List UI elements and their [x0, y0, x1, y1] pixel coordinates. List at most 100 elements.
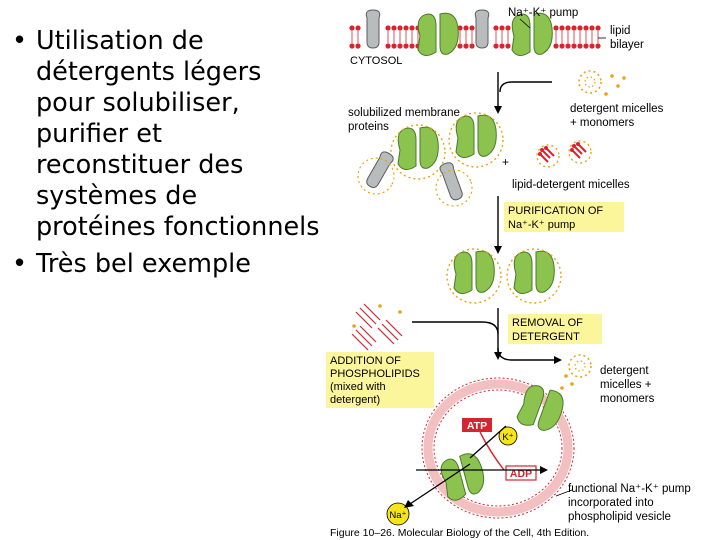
purified-pump: [506, 248, 562, 304]
lipid-detergent-micelle: [568, 140, 592, 164]
cytosol-label: CYTOSOL: [350, 55, 402, 67]
lipid-head: [403, 43, 409, 49]
lipid-head: [469, 25, 475, 31]
lipid-head: [493, 43, 499, 49]
detergent-label: detergent: [600, 365, 649, 377]
removal-label: REMOVAL OF: [512, 317, 583, 329]
grey-membrane-protein: [474, 9, 490, 49]
input-arrow: [412, 321, 499, 335]
lipid-head: [457, 25, 463, 31]
detergent-monomers: [560, 374, 574, 390]
lipid-head: [577, 25, 583, 31]
addition-label: detergent): [330, 394, 380, 406]
lipid-head: [463, 43, 469, 49]
detergent-micelles-label: + monomers: [570, 117, 634, 129]
addition-box: [326, 352, 434, 408]
lipid-head: [559, 43, 565, 49]
lipid-head: [409, 43, 415, 49]
flow-arrowhead: [494, 246, 502, 254]
bullet-text: Très bel exemple: [36, 249, 251, 279]
lipid-head: [463, 25, 469, 31]
detergent-monomers: [352, 304, 402, 328]
detergent-label: monomers: [600, 393, 655, 405]
lipid-head: [583, 43, 589, 49]
input-arrow: [499, 81, 513, 93]
purification-box: [504, 202, 624, 232]
addition-label: ADDITION OF: [330, 355, 401, 367]
lipid-head: [493, 25, 499, 31]
solubilized-pump: [390, 124, 446, 180]
bullet-list: • Utilisation de détergents légers pour s…: [8, 26, 320, 286]
membrane-protein-figure: Na⁺-K⁺ pump lipid bilayer CYTOSOL deterg…: [326, 7, 691, 539]
lipid-detergent-label: lipid-detergent micelles: [512, 179, 630, 191]
sodium-ion: [386, 502, 410, 526]
lipid-head: [403, 25, 409, 31]
lipid-head: [553, 43, 559, 49]
potassium-label: K⁺: [502, 432, 513, 443]
lipid-head: [397, 25, 403, 31]
bullet-item: • Très bel exemple: [8, 249, 320, 280]
output-arrowhead: [554, 356, 562, 364]
purification-label: PURIFICATION OF: [508, 205, 603, 217]
lipid-head: [355, 43, 361, 49]
detergent-micelles-label: detergent micelles: [570, 103, 664, 115]
detergent-micelle: [568, 354, 592, 378]
adp-label: ADP: [510, 468, 532, 480]
lipid-head: [349, 43, 355, 49]
figure-caption: Figure 10–26. Molecular Biology of the C…: [330, 527, 589, 539]
vesicle-label: incorporated into: [568, 497, 654, 509]
atp-badge: [462, 418, 492, 432]
detergent-label: micelles +: [600, 379, 652, 391]
detergent-monomers: [604, 74, 626, 96]
lipid-head: [355, 25, 361, 31]
bullet-dot: •: [12, 249, 28, 279]
lipid-head: [397, 43, 403, 49]
lipid-head: [595, 43, 601, 49]
atp-label: ATP: [467, 420, 487, 432]
grey-membrane-protein: [365, 9, 381, 49]
addition-label: PHOSPHOLIPIDS: [330, 368, 420, 380]
lipid-head: [595, 25, 601, 31]
purified-pump: [446, 248, 502, 304]
solubilized-label: solubilized membrane: [348, 107, 460, 119]
phospholipid-detergent-mix: [351, 325, 377, 351]
addition-label: (mixed with: [330, 381, 386, 393]
phospholipid-detergent-mix: [355, 303, 381, 329]
lipid-head: [583, 25, 589, 31]
plus-sign: +: [502, 155, 509, 169]
detergent-micelle: [578, 70, 602, 94]
solubilized-grey-protein: [357, 149, 396, 195]
lipid-head: [577, 43, 583, 49]
ion-transport-arrow: [409, 463, 471, 505]
removal-label: DETERGENT: [512, 331, 580, 343]
lipid-head: [565, 43, 571, 49]
solubilized-grey-protein: [435, 160, 473, 207]
purification-label: Na⁺-K⁺ pump: [508, 219, 575, 231]
lipid-head: [589, 43, 595, 49]
bullet-item: • Utilisation de détergents légers pour s…: [8, 26, 320, 243]
ion-arrowhead: [404, 500, 414, 508]
lipid-head: [505, 43, 511, 49]
potassium-ion: [498, 426, 518, 446]
lipid-head: [391, 43, 397, 49]
lipid-head: [469, 43, 475, 49]
ion-arrowhead: [540, 466, 548, 474]
pump-label: Na⁺-K⁺ pump: [508, 7, 578, 19]
vesicle-label: phospholipid vesicle: [568, 511, 671, 523]
flow-arrowhead: [494, 106, 502, 114]
vesicle-pointer: [555, 489, 573, 497]
lipid-head: [565, 25, 571, 31]
lipid-head: [505, 25, 511, 31]
lipid-head: [409, 25, 415, 31]
hydrolysis-arrow: [479, 431, 505, 471]
bullet-dot: •: [12, 26, 28, 56]
lipid-head: [349, 25, 355, 31]
bullet-text: Utilisation de détergents légers pour so…: [36, 26, 320, 242]
solubilized-pump: [448, 112, 504, 168]
lipid-head: [385, 25, 391, 31]
lipid-bilayer-label: bilayer: [610, 39, 644, 51]
lipid-head: [589, 25, 595, 31]
lipid-bilayer-label: lipid: [610, 25, 630, 37]
lipid-head: [499, 25, 505, 31]
lipid-head: [559, 25, 565, 31]
